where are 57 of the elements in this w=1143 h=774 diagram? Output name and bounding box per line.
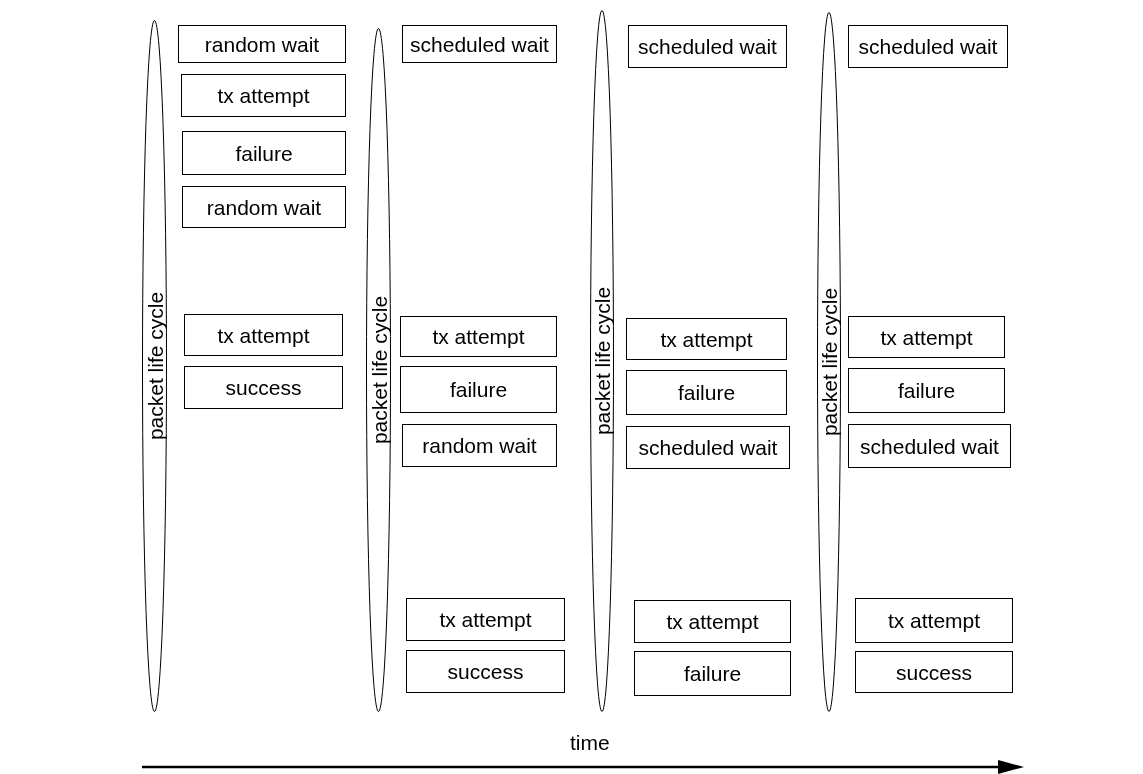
state-box xyxy=(400,366,557,413)
vertical-label: packet life cycle xyxy=(591,286,613,436)
state-box xyxy=(634,600,791,643)
axis-label: time xyxy=(570,732,610,753)
ellipse-band xyxy=(817,12,841,712)
vertical-label: packet life cycle xyxy=(144,291,165,441)
state-box xyxy=(402,25,557,63)
state-box xyxy=(181,74,346,117)
box-label: success xyxy=(447,661,524,682)
box-label: tx attempt xyxy=(217,85,310,106)
state-box xyxy=(406,650,565,693)
state-box xyxy=(406,598,565,641)
state-box xyxy=(182,131,346,175)
box-label: tx attempt xyxy=(217,324,310,346)
box-label: scheduled wait xyxy=(410,33,549,55)
box-label: tx attempt xyxy=(887,610,981,631)
state-box xyxy=(626,426,790,469)
box-label: tx attempt xyxy=(666,611,759,632)
box-label: failure xyxy=(449,379,508,400)
box-label: random wait xyxy=(422,435,537,456)
state-box xyxy=(848,25,1008,68)
state-box xyxy=(184,314,343,356)
state-box xyxy=(184,366,343,409)
ellipse-band xyxy=(366,28,391,712)
vertical-label: packet life cycle xyxy=(368,295,389,445)
box-label: scheduled wait xyxy=(638,36,777,57)
state-box xyxy=(848,368,1005,413)
state-box xyxy=(855,598,1013,643)
box-label: tx attempt xyxy=(880,326,973,348)
state-box xyxy=(626,318,787,360)
state-box xyxy=(855,651,1013,693)
state-box xyxy=(848,424,1011,468)
state-box xyxy=(634,651,791,696)
ellipse-band xyxy=(142,20,167,712)
box-label: tx attempt xyxy=(432,326,525,347)
box-label: success xyxy=(225,377,302,398)
box-label: success xyxy=(896,661,972,683)
box-label: failure xyxy=(677,382,736,403)
box-label: scheduled wait xyxy=(860,435,999,457)
box-label: failure xyxy=(683,663,742,684)
box-label: random wait xyxy=(206,196,322,218)
box-label: random wait xyxy=(204,33,320,55)
state-box xyxy=(182,186,346,228)
box-label: scheduled wait xyxy=(858,36,998,57)
state-box xyxy=(402,424,557,467)
state-box xyxy=(848,316,1005,358)
box-label: failure xyxy=(897,380,956,401)
state-box xyxy=(626,370,787,415)
box-label: tx attempt xyxy=(439,609,532,630)
state-box xyxy=(400,316,557,357)
box-label: tx attempt xyxy=(660,328,753,350)
state-box xyxy=(628,25,787,68)
state-box xyxy=(178,25,346,63)
box-label: scheduled wait xyxy=(638,437,778,458)
box-label: failure xyxy=(235,142,293,164)
ellipse-band xyxy=(590,10,614,712)
vertical-label: packet life cycle xyxy=(818,287,840,437)
